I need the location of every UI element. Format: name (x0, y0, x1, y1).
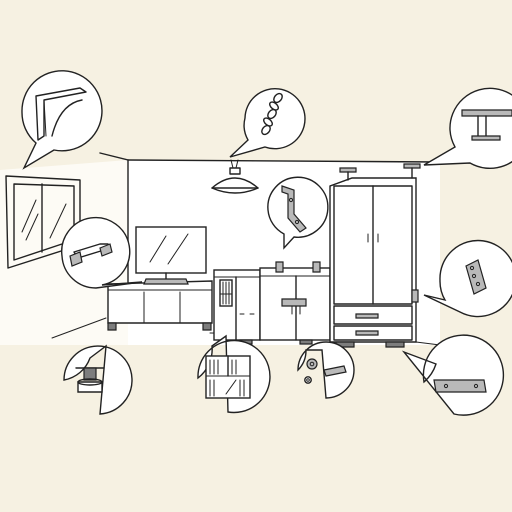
callout-bookcase (197, 334, 271, 414)
callout-tv-strap (61, 216, 143, 289)
tv-strap-icon (69, 243, 113, 267)
callout-adjustable-foot (63, 344, 133, 415)
wardrobe (329, 163, 421, 348)
l-bracket-icon (281, 185, 307, 233)
tv (135, 226, 207, 285)
callout-wall-plate (423, 239, 512, 318)
tv-bench (107, 280, 213, 331)
anti-tip-plate-icon (433, 379, 487, 393)
wall-plate-icon (465, 259, 487, 295)
bookcase-icon (205, 355, 251, 399)
ceiling-lamp (211, 159, 259, 194)
wall-screw-icon (304, 358, 347, 384)
callout-chain (229, 88, 306, 158)
callout-l-bracket (267, 176, 329, 250)
callout-ceiling-bracket (423, 87, 512, 170)
low-cabinet (213, 261, 331, 345)
ceiling-bracket-icon (461, 109, 512, 141)
callout-anti-tip-plate (401, 334, 505, 416)
chain-icon (261, 92, 283, 136)
adjustable-foot-icon (75, 367, 105, 393)
callout-wall-screw (297, 341, 355, 399)
callout-angle-fitting (21, 70, 103, 170)
angle-fitting-icon (35, 87, 87, 141)
